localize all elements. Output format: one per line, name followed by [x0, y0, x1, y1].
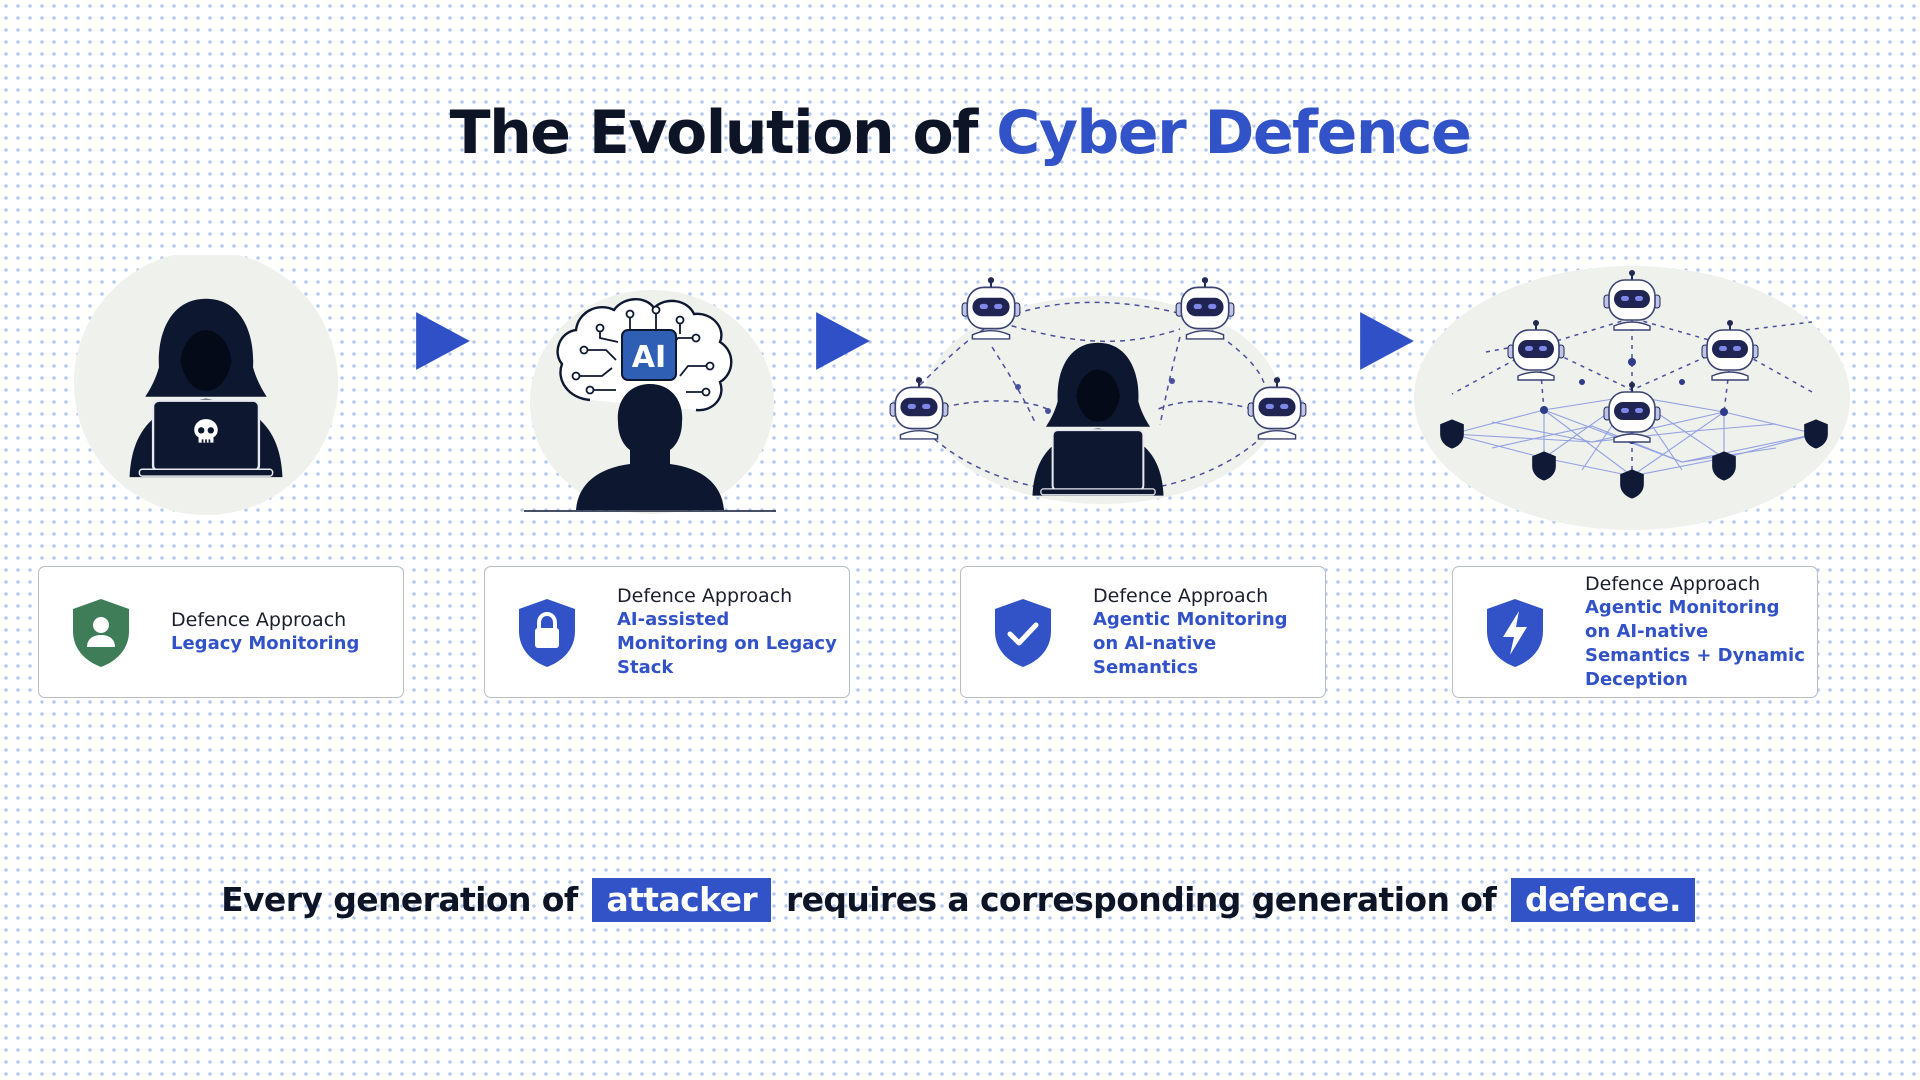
stage-3-card: Defence Approach Agentic Monitoring on A… [960, 566, 1326, 698]
tagline-highlight-defence: defence. [1510, 878, 1695, 922]
stage-1-illustration [74, 255, 338, 515]
check-shield-icon [995, 599, 1051, 667]
tagline-highlight-attacker: attacker [592, 878, 772, 922]
card-approach: AI-assisted Monitoring on Legacy Stack [617, 609, 837, 678]
title-accent: Cyber Defence [996, 98, 1472, 168]
tagline-part-1: Every generation of [221, 880, 578, 919]
person-shield-icon [73, 599, 129, 667]
card-approach: Agentic Monitoring on AI-native Semantic… [1585, 597, 1805, 690]
person-silhouette-icon [576, 384, 724, 510]
card-approach: Agentic Monitoring on AI-native Semantic… [1093, 609, 1288, 678]
stage-2-illustration: AI [524, 290, 776, 514]
page-title: The Evolution of Cyber Defence [0, 98, 1920, 168]
arrow-right-icon [416, 312, 470, 370]
stage-4-card: Defence Approach Agentic Monitoring on A… [1452, 566, 1818, 698]
tagline: Every generation of attacker requires a … [0, 878, 1920, 922]
tagline-part-2: requires a corresponding generation of [785, 880, 1497, 919]
stage-3-illustration [889, 276, 1307, 504]
card-label: Defence Approach [1585, 573, 1761, 595]
ai-badge-label: AI [632, 340, 666, 375]
bolt-shield-icon [1487, 599, 1543, 667]
card-approach: Legacy Monitoring [171, 633, 360, 654]
ai-chip-icon [621, 329, 677, 381]
card-label: Defence Approach [1093, 585, 1269, 607]
arrow-right-icon [816, 312, 870, 370]
stage-2-card: Defence Approach AI-assisted Monitoring … [484, 566, 850, 698]
stage-4-illustration [1414, 266, 1850, 530]
stage-1-card: Defence Approach Legacy Monitoring [38, 566, 404, 698]
card-label: Defence Approach [617, 585, 793, 607]
card-icon-shield [995, 599, 1051, 667]
arrow-right-icon [1360, 312, 1414, 370]
card-label: Defence Approach [171, 609, 347, 631]
lock-shield-icon [519, 599, 575, 667]
title-prefix: The Evolution of [449, 98, 979, 168]
